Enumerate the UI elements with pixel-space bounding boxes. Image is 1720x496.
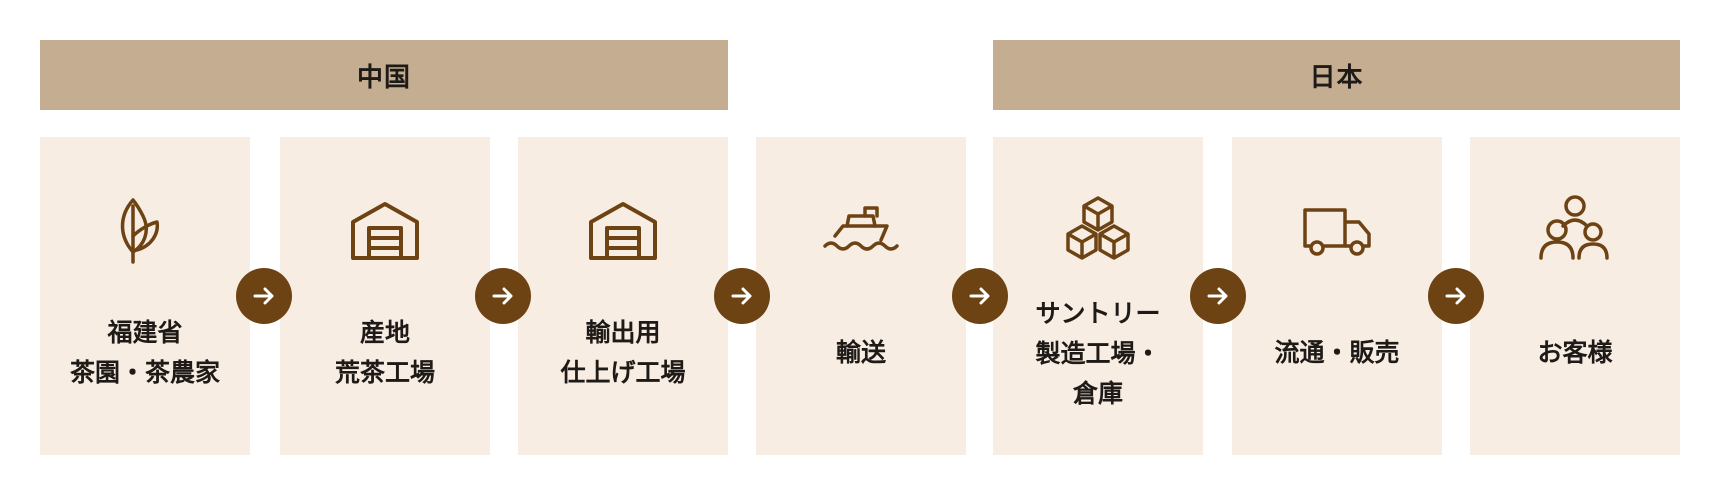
ship-icon (821, 192, 901, 272)
step-card-tea-farm: 福建省 茶園・茶農家 (40, 137, 250, 455)
step-label-line: 輸送 (835, 338, 886, 367)
arrow-right-icon (1190, 268, 1246, 324)
step-label: 福建省 茶園・茶農家 (40, 313, 250, 393)
region-label-japan: 日本 (1309, 62, 1364, 93)
step-card-customers: お客様 (1470, 137, 1680, 455)
people-icon (1535, 192, 1615, 272)
step-card-distribution: 流通・販売 (1232, 137, 1442, 455)
step-card-transport: 輸送 (756, 137, 966, 455)
step-label: 流通・販売 (1232, 333, 1442, 373)
step-label-line: 流通・販売 (1274, 338, 1400, 367)
arrow-right-icon (1428, 268, 1484, 324)
step-label: 産地 荒茶工場 (280, 313, 490, 393)
warehouse-icon (583, 192, 663, 272)
step-card-suntory-factory: サントリー 製造工場・ 倉庫 (993, 137, 1203, 455)
step-card-origin-factory: 産地 荒茶工場 (280, 137, 490, 455)
arrow-right-icon (236, 268, 292, 324)
step-label: サントリー 製造工場・ 倉庫 (993, 294, 1203, 414)
step-label-line: お客様 (1537, 338, 1613, 367)
truck-icon (1297, 192, 1377, 272)
step-label-line: 仕上げ工場 (560, 358, 686, 387)
region-header-china: 中国 (40, 40, 728, 110)
step-label: お客様 (1470, 333, 1680, 373)
step-label-line: サントリー (1035, 299, 1161, 328)
step-label-line: 荒茶工場 (334, 358, 435, 387)
region-label-china: 中国 (356, 62, 411, 93)
arrow-right-icon (714, 268, 770, 324)
step-label-line: 産地 (359, 318, 410, 347)
step-label-line: 倉庫 (1072, 379, 1123, 408)
arrow-right-icon (475, 268, 531, 324)
region-header-japan: 日本 (993, 40, 1680, 110)
warehouse-icon (345, 192, 425, 272)
leaf-icon (105, 192, 185, 272)
step-label-line: 福建省 (107, 318, 183, 347)
step-label-line: 輸出用 (585, 318, 661, 347)
arrow-right-icon (952, 268, 1008, 324)
step-label-line: 茶園・茶農家 (69, 358, 220, 387)
step-label: 輸出用 仕上げ工場 (518, 313, 728, 393)
boxes-icon (1058, 192, 1138, 272)
step-card-export-factory: 輸出用 仕上げ工場 (518, 137, 728, 455)
step-label: 輸送 (756, 333, 966, 373)
step-label-line: 製造工場・ (1035, 339, 1161, 368)
